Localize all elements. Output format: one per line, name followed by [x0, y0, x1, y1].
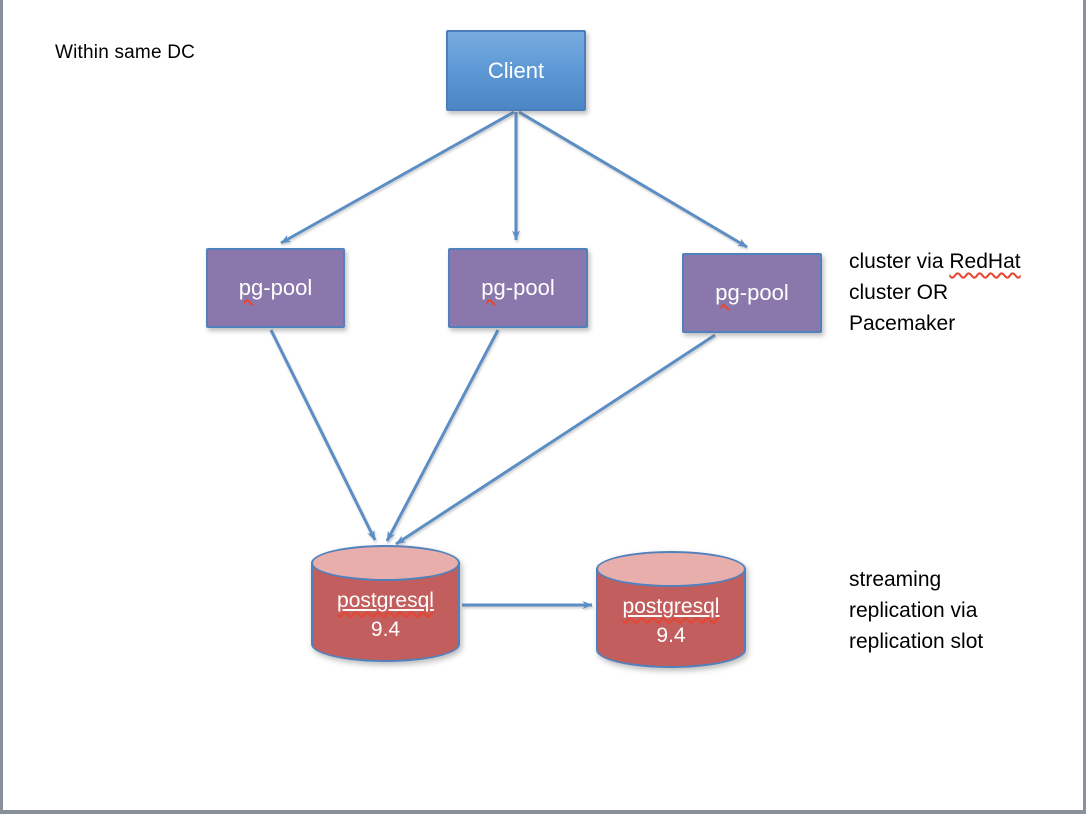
pgpool-node-label: pg-pool: [239, 275, 312, 301]
primary-db-label: postgresql 9.4: [311, 586, 460, 644]
arrow-pgpool-3-to-primary-db: [395, 333, 716, 546]
cluster-note-line1-word: RedHat: [949, 250, 1021, 273]
standby-db-version: 9.4: [656, 624, 686, 647]
primary-db-cylinder: postgresql 9.4: [311, 545, 460, 662]
cluster-note-line1-prefix: cluster via: [849, 250, 950, 273]
pgpool-node-2: pg-pool: [448, 248, 588, 328]
standby-db-cylinder: postgresql 9.4: [596, 551, 746, 668]
client-node-label: Client: [487, 57, 545, 83]
replication-note: streaming replication via replication sl…: [849, 564, 1083, 657]
pgpool-label-suffix: -pool: [739, 280, 789, 305]
cylinder-top-ellipse: [596, 551, 746, 587]
pgpool-node-label: pg-pool: [481, 275, 554, 301]
pgpool-node-3: pg-pool: [682, 253, 822, 333]
replication-note-line2: replication via: [849, 599, 978, 622]
arrow-pgpool-1-to-primary-db: [269, 329, 377, 541]
standby-db-label: postgresql 9.4: [596, 592, 746, 650]
pgpool-label-suffix: -pool: [505, 275, 555, 300]
primary-db-version: 9.4: [370, 618, 401, 641]
diagram-title: Within same DC: [55, 42, 196, 63]
connector-arrows: [269, 110, 748, 609]
standby-db-name: postgresql: [622, 595, 720, 618]
arrow-client-to-pgpool-3: [518, 110, 748, 249]
primary-db-name: postgresql: [337, 589, 434, 612]
pgpool-label-prefix: pg: [238, 275, 264, 300]
pgpool-node-1: pg-pool: [206, 248, 345, 328]
cluster-note-line3: Pacemaker: [849, 312, 956, 335]
replication-note-line1: streaming: [849, 568, 942, 591]
pgpool-label-prefix: pg: [715, 280, 740, 305]
cluster-note-line2: cluster OR: [849, 281, 949, 304]
replication-note-line3: replication slot: [849, 630, 984, 653]
pgpool-label-prefix: pg: [481, 275, 506, 300]
pgpool-label-suffix: -pool: [263, 275, 313, 300]
pgpool-node-label: pg-pool: [715, 280, 788, 306]
cluster-note: cluster via RedHat cluster OR Pacemaker: [849, 246, 1083, 339]
client-node: Client: [446, 30, 586, 111]
cylinder-top-ellipse: [311, 545, 460, 581]
arrow-client-to-pgpool-1: [280, 110, 515, 245]
arrow-pgpool-2-to-primary-db: [385, 329, 500, 542]
